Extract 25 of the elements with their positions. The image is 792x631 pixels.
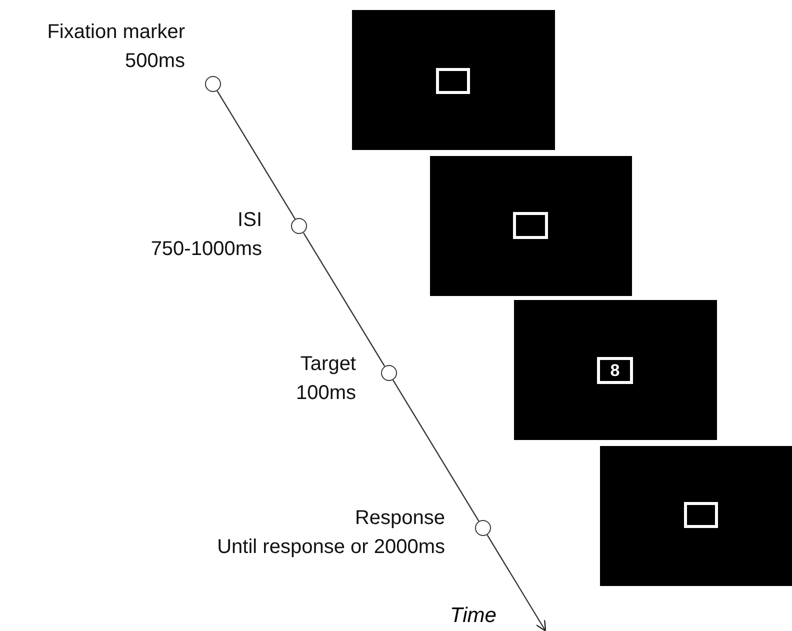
- timing-caption: 500ms: [124, 49, 185, 74]
- timing-caption: Target: [299, 352, 356, 377]
- axis-label: Time: [450, 604, 496, 628]
- placeholder-frame: [684, 502, 718, 528]
- timeline-line: [302, 232, 386, 366]
- timeline-point: [380, 365, 397, 381]
- target-digit: 8: [597, 357, 633, 384]
- timing-caption: Fixation marker: [47, 20, 185, 45]
- timing-caption: Until response or 2000ms: [217, 535, 445, 560]
- timeline-line: [216, 90, 296, 220]
- placeholder-frame: [436, 68, 470, 94]
- display-screen: [600, 446, 792, 586]
- timeline-point: [291, 218, 308, 234]
- timing-caption: Response: [354, 506, 445, 531]
- timeline-arrow: [486, 534, 546, 631]
- timeline-line: [392, 380, 480, 522]
- timeline-point: [474, 520, 491, 536]
- placeholder-frame: [513, 212, 548, 239]
- timeline-point: [205, 76, 221, 92]
- timing-caption: 750-1000ms: [150, 237, 262, 262]
- display-screen: [514, 300, 717, 440]
- timing-caption: ISI: [236, 208, 262, 233]
- display-screen: [430, 156, 632, 296]
- timing-caption: 100ms: [296, 381, 356, 406]
- display-screen: [352, 10, 555, 150]
